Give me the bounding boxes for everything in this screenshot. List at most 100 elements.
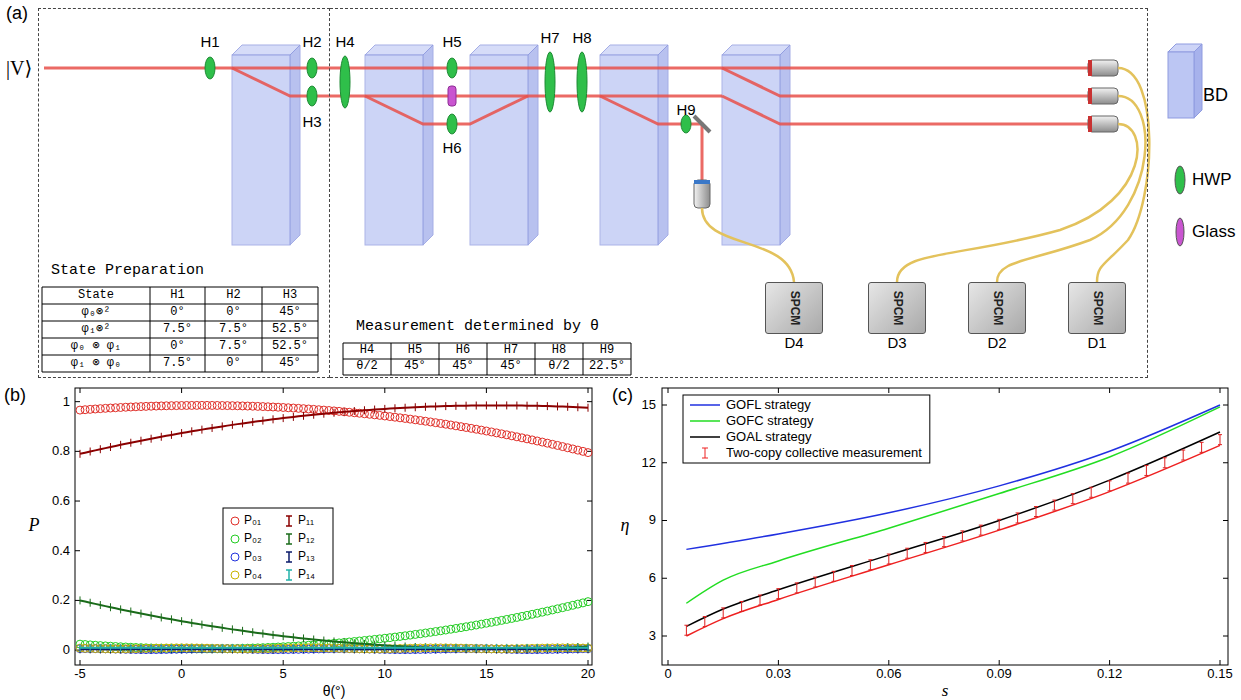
- legend-marker: [702, 448, 708, 449]
- error-bar: [516, 645, 517, 653]
- data-line: [80, 600, 588, 648]
- error-cap: [887, 554, 891, 555]
- error-bar: [537, 644, 538, 652]
- error-cap: [684, 635, 688, 636]
- tick-mark: [1223, 636, 1228, 637]
- table-rule: [42, 338, 318, 339]
- error-bar: [100, 644, 101, 652]
- error-cap: [1089, 497, 1093, 498]
- legend-text: P₁₄: [298, 568, 315, 581]
- error-bar: [313, 411, 314, 419]
- legend-marker: [286, 543, 292, 545]
- error-cap: [758, 605, 762, 606]
- tick-label: 15: [642, 398, 656, 412]
- error-bar: [684, 625, 688, 635]
- coupler-body: [1088, 88, 1118, 104]
- half-wave-plate: [545, 52, 555, 112]
- coupler-body: [694, 180, 710, 208]
- panel-letter: (a): [6, 4, 28, 24]
- error-bar: [364, 644, 365, 652]
- error-bar: [323, 637, 324, 645]
- half-wave-plate: [447, 114, 457, 134]
- error-bar: [997, 519, 1001, 529]
- data-marker: [574, 600, 582, 608]
- tick-mark: [80, 660, 81, 665]
- tick-mark: [1109, 660, 1110, 665]
- panel-letter: (b): [4, 386, 26, 406]
- tick-mark: [888, 388, 889, 393]
- tick-label: 0.06: [876, 667, 901, 681]
- legend-text: P₁₃: [298, 550, 315, 563]
- legend-text: GOFL strategy: [726, 398, 811, 412]
- glass-plate: [448, 86, 456, 106]
- error-stem: [833, 571, 834, 581]
- legend-bd-sample: [1168, 44, 1202, 118]
- error-bar: [415, 643, 416, 651]
- legend-box: [223, 508, 333, 584]
- bd-side: [780, 45, 790, 245]
- half-wave-plate: [577, 52, 587, 112]
- error-bar: [252, 628, 253, 636]
- error-bar: [1052, 500, 1056, 510]
- bd-side: [658, 45, 668, 245]
- table-rule: [150, 287, 151, 372]
- error-bar: [151, 644, 152, 652]
- tick-label: 3: [649, 629, 656, 643]
- table-rule: [42, 304, 318, 305]
- error-bar: [130, 608, 131, 616]
- error-stem: [723, 608, 724, 618]
- error-stem: [778, 589, 779, 599]
- tick-mark: [75, 401, 80, 402]
- error-cap: [960, 540, 964, 541]
- error-bar: [405, 644, 406, 652]
- fiber-cable: [897, 124, 1137, 282]
- table-cell: 0°: [170, 306, 184, 319]
- error-stem: [686, 625, 687, 635]
- tick-mark: [778, 660, 779, 665]
- tick-mark: [668, 660, 669, 665]
- tick-label: 0.8: [52, 444, 70, 458]
- error-bar: [415, 644, 416, 652]
- table-cell: 7.5°: [163, 323, 192, 336]
- error-cap: [924, 542, 928, 543]
- measurement-table-grid: [343, 343, 631, 375]
- legend-text: P₀₁: [244, 514, 261, 527]
- error-bar: [191, 427, 192, 435]
- error-bar: [232, 644, 233, 652]
- error-bar: [161, 433, 162, 441]
- error-bar: [455, 402, 456, 410]
- error-stem: [1146, 465, 1147, 475]
- error-stem: [741, 601, 742, 611]
- legend-marker: [288, 570, 290, 580]
- tick-mark: [587, 501, 592, 502]
- error-bar: [455, 644, 456, 652]
- error-bar: [476, 645, 477, 653]
- error-cap: [1052, 510, 1056, 511]
- error-bar: [262, 644, 263, 652]
- tick-mark: [662, 636, 667, 637]
- bd-side: [528, 45, 538, 245]
- error-bar: [374, 644, 375, 652]
- data-marker: [584, 449, 592, 457]
- legend-marker: [288, 534, 290, 544]
- detector-name: D2: [987, 335, 1006, 352]
- error-bar: [374, 406, 375, 414]
- error-bar: [130, 439, 131, 447]
- error-bar: [313, 644, 314, 652]
- table-cell: φ₀⊗²: [82, 306, 111, 319]
- error-bar: [425, 643, 426, 651]
- tick-mark: [181, 388, 182, 393]
- data-series: [76, 644, 592, 653]
- tick-mark: [1223, 405, 1228, 406]
- legend-marker: [286, 579, 292, 581]
- table-cell: 52.5°: [272, 340, 308, 353]
- tick-label: 12: [642, 456, 656, 470]
- data-marker: [554, 605, 562, 613]
- fiber-coupler: [694, 180, 710, 208]
- error-cap: [795, 592, 799, 593]
- waveplate-label: H8: [572, 30, 591, 47]
- coupler-body: [1088, 116, 1118, 132]
- error-bar: [232, 625, 233, 633]
- error-bar: [445, 402, 446, 410]
- table-cell: 45°: [279, 357, 301, 370]
